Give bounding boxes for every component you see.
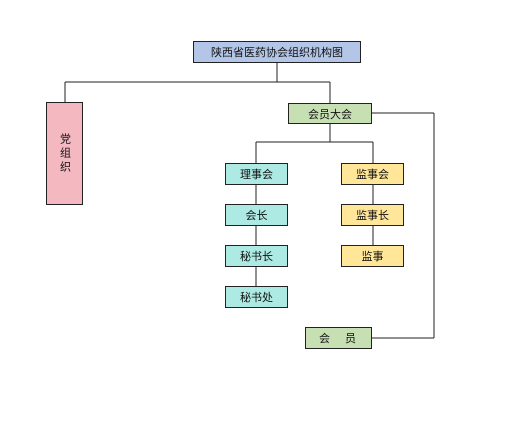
assembly-box: 会员大会 bbox=[288, 103, 372, 124]
secretariat-label: 秘书处 bbox=[240, 291, 273, 304]
title-box: 陕西省医药协会组织机构图 bbox=[193, 41, 361, 63]
supervisory-board-box: 监事会 bbox=[341, 163, 404, 185]
president-box: 会长 bbox=[225, 204, 288, 226]
supervisory-board-label: 监事会 bbox=[356, 168, 389, 181]
party-org-label: 党组织 bbox=[58, 132, 72, 175]
supervisor-box: 监事 bbox=[341, 245, 404, 267]
members-label: 会 员 bbox=[319, 332, 358, 345]
chief-supervisor-box: 监事长 bbox=[341, 204, 404, 226]
party-org-box: 党组织 bbox=[46, 102, 83, 205]
supervisor-label: 监事 bbox=[361, 250, 384, 263]
chief-supervisor-label: 监事长 bbox=[356, 209, 389, 222]
secretariat-box: 秘书处 bbox=[225, 286, 288, 308]
title-label: 陕西省医药协会组织机构图 bbox=[211, 46, 343, 59]
members-box: 会 员 bbox=[305, 327, 372, 349]
assembly-label: 会员大会 bbox=[308, 107, 352, 121]
council-box: 理事会 bbox=[225, 163, 288, 185]
president-label: 会长 bbox=[245, 209, 268, 222]
secretary-general-label: 秘书长 bbox=[240, 250, 273, 263]
council-label: 理事会 bbox=[240, 168, 273, 181]
secretary-general-box: 秘书长 bbox=[225, 245, 288, 267]
